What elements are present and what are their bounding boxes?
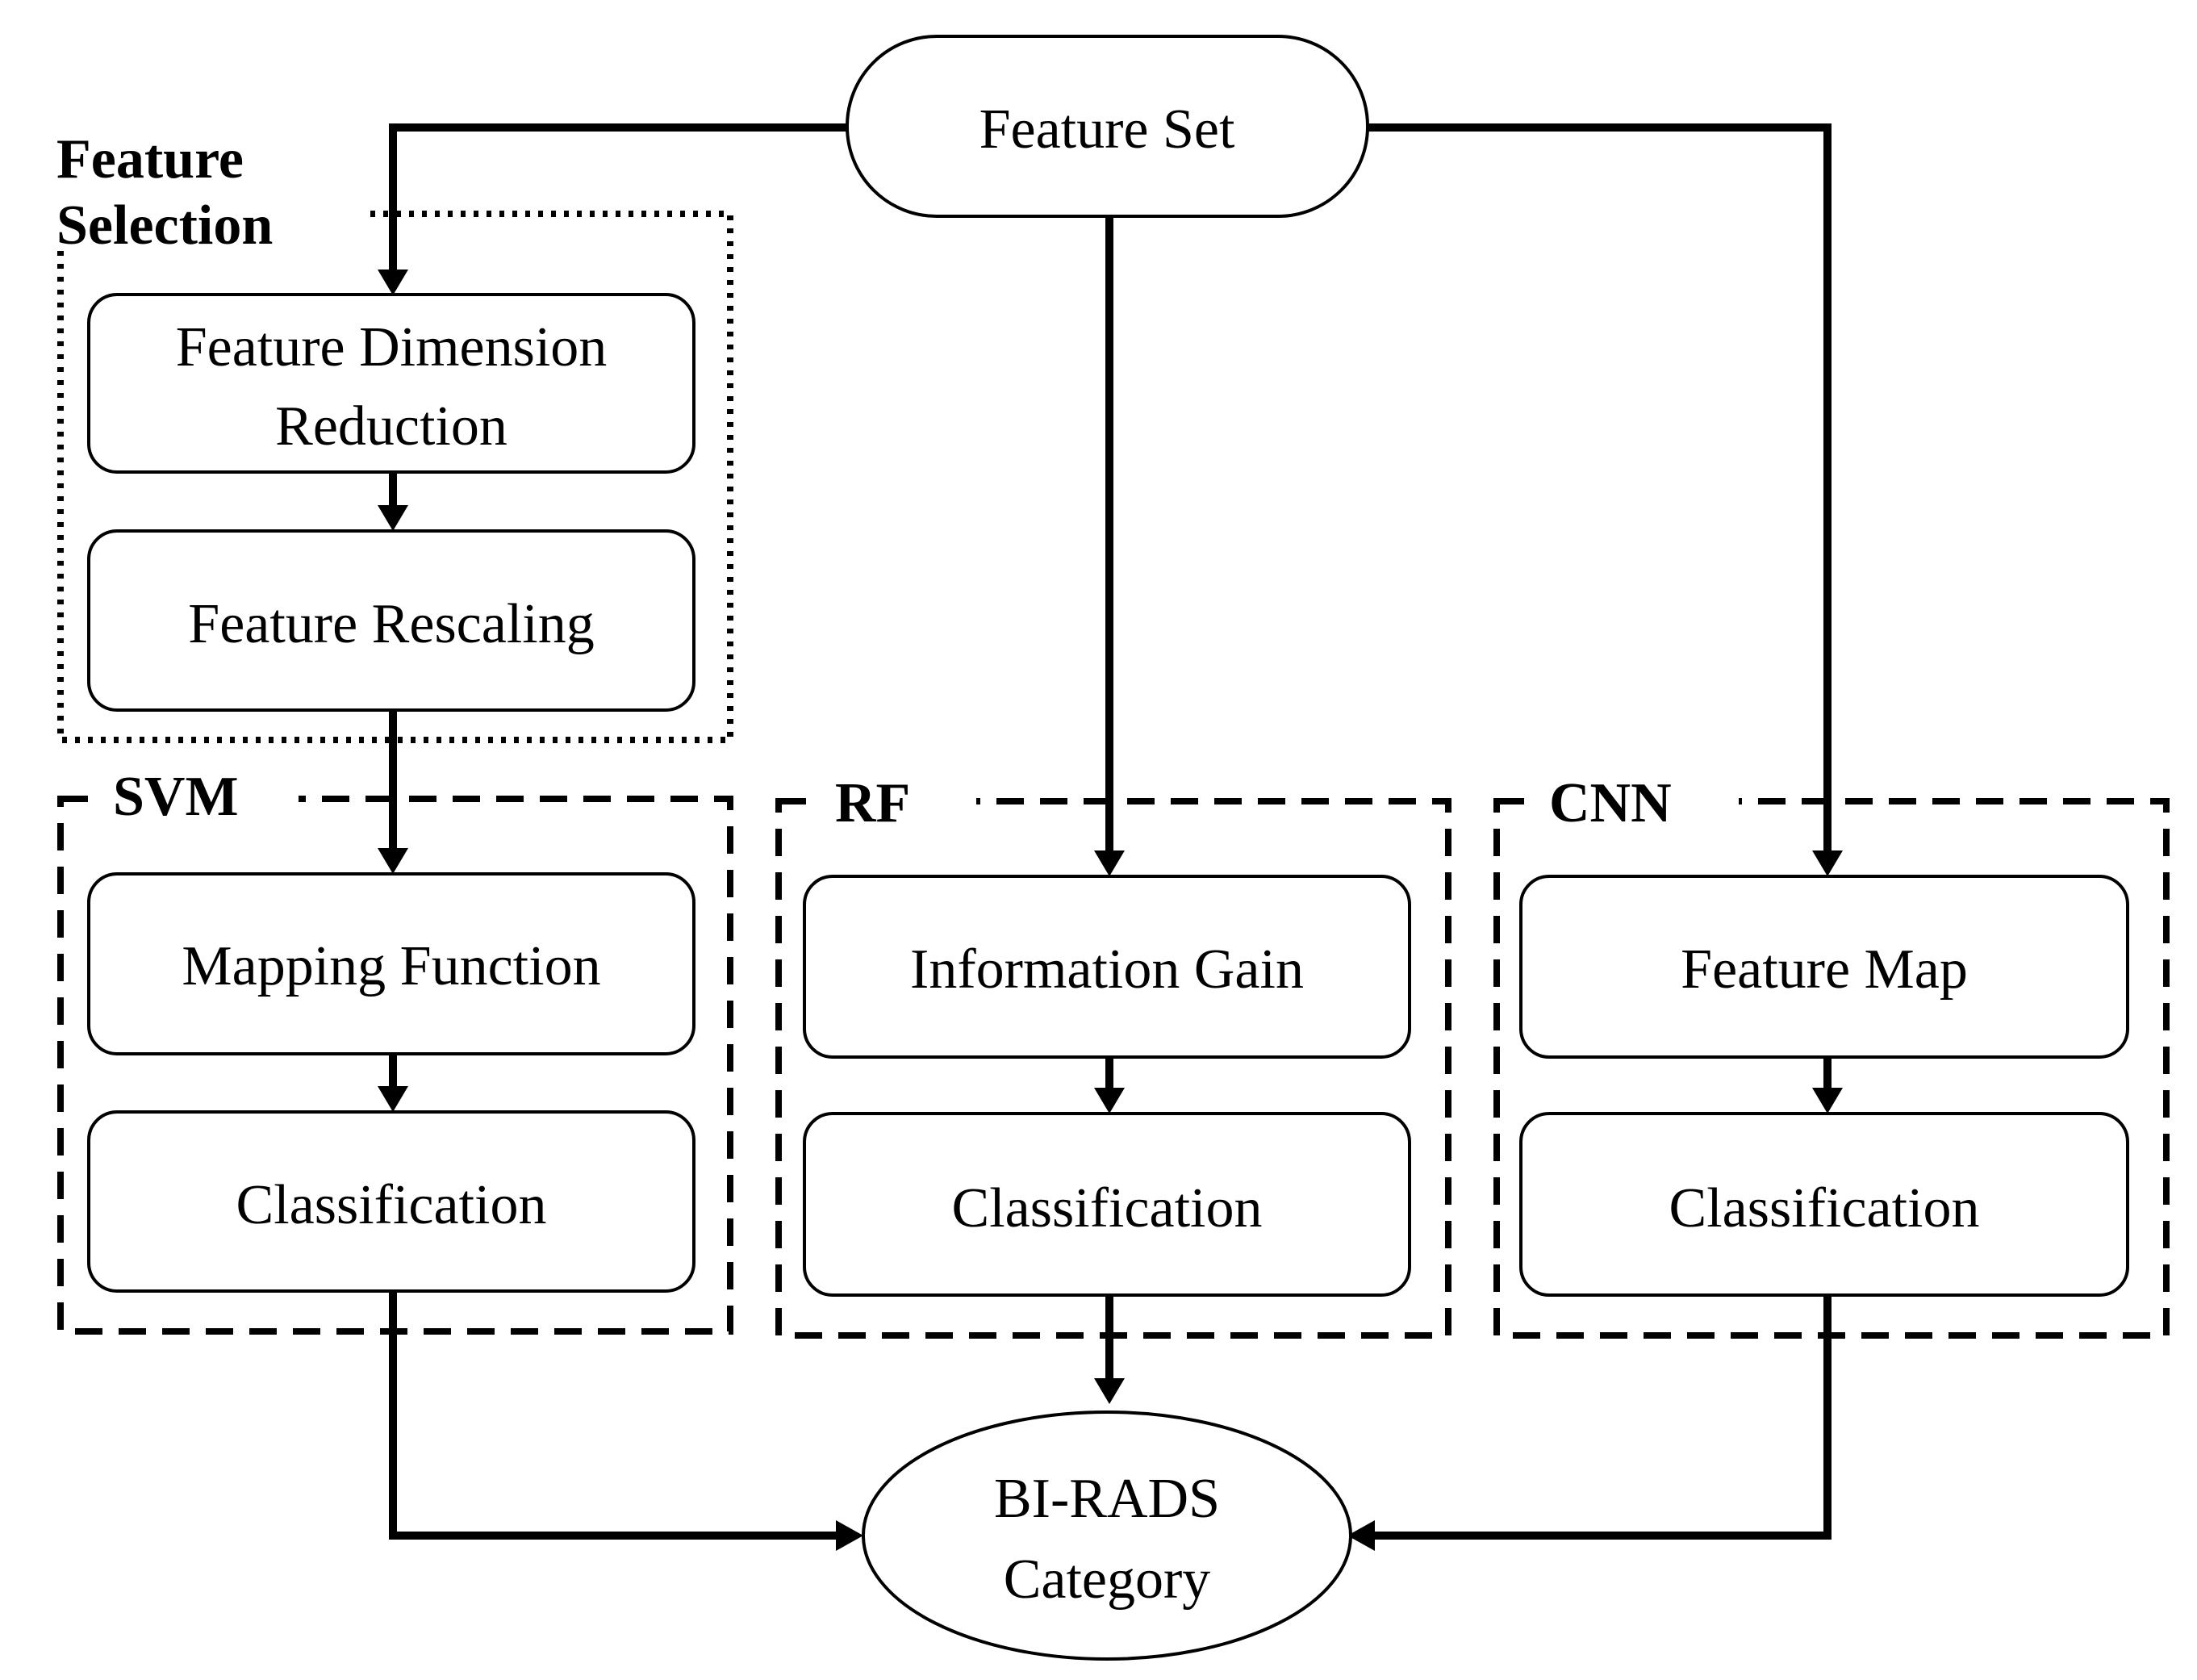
edge-svm-classification-to-birads: [389, 1291, 839, 1540]
rf-classification-node: [803, 1112, 1411, 1297]
feature-dimension-reduction-label: Feature Dimension: [176, 316, 608, 378]
arrowhead-mapping: [378, 848, 408, 874]
feature-set-node: [846, 35, 1369, 218]
edge-featureset-to-featuremap: [1368, 123, 1832, 854]
arrowhead-featuremap: [1812, 850, 1843, 876]
arrowhead-rf-classification: [1094, 1088, 1125, 1114]
information-gain-node: [803, 875, 1411, 1059]
rf-title: RF: [835, 772, 910, 834]
svm-title: SVM: [113, 766, 239, 828]
birads-category-label: BI-RADS: [994, 1468, 1220, 1530]
feature-map-label: Feature Map: [1681, 938, 1968, 1001]
edge-featureset-to-dimreduction: [389, 123, 851, 273]
feature-selection-title: Feature: [56, 128, 244, 190]
feature-dimension-reduction-node: [87, 293, 695, 474]
svm-classification-node: [87, 1110, 695, 1293]
birads-category-node: [862, 1410, 1352, 1661]
birads-category-label-line2: Category: [1004, 1548, 1211, 1611]
arrowhead-dimreduction: [378, 270, 408, 295]
arrowhead-svm-classification: [378, 1086, 408, 1112]
cnn-classification-node: [1519, 1112, 2129, 1297]
mapping-function-label: Mapping Function: [182, 935, 600, 997]
feature-set-label: Feature Set: [979, 98, 1235, 161]
arrowhead-birads-from-cnn: [1347, 1520, 1375, 1551]
mapping-function-node: [87, 872, 695, 1055]
edge-cnn-classification-to-birads: [1372, 1295, 1832, 1540]
svm-classification-label: Classification: [236, 1174, 547, 1236]
feature-map-node: [1519, 875, 2129, 1059]
arrowhead-birads-from-rf: [1094, 1378, 1125, 1404]
feature-dimension-reduction-label-line2: Reduction: [275, 395, 507, 458]
arrowhead-cnn-classification: [1812, 1088, 1843, 1114]
cnn-title: CNN: [1549, 772, 1672, 834]
feature-selection-group-frame: [57, 211, 733, 743]
rf-classification-label: Classification: [952, 1177, 1263, 1239]
information-gain-label: Information Gain: [910, 938, 1304, 1001]
arrowhead-infogain: [1094, 850, 1125, 876]
feature-rescaling-node: [87, 529, 695, 712]
feature-rescaling-label: Feature Rescaling: [188, 593, 594, 655]
cnn-classification-label: Classification: [1669, 1177, 1980, 1239]
arrowhead-rescaling: [378, 505, 408, 531]
arrowhead-birads-from-svm: [836, 1520, 863, 1551]
feature-selection-title-line2: Selection: [56, 194, 273, 257]
